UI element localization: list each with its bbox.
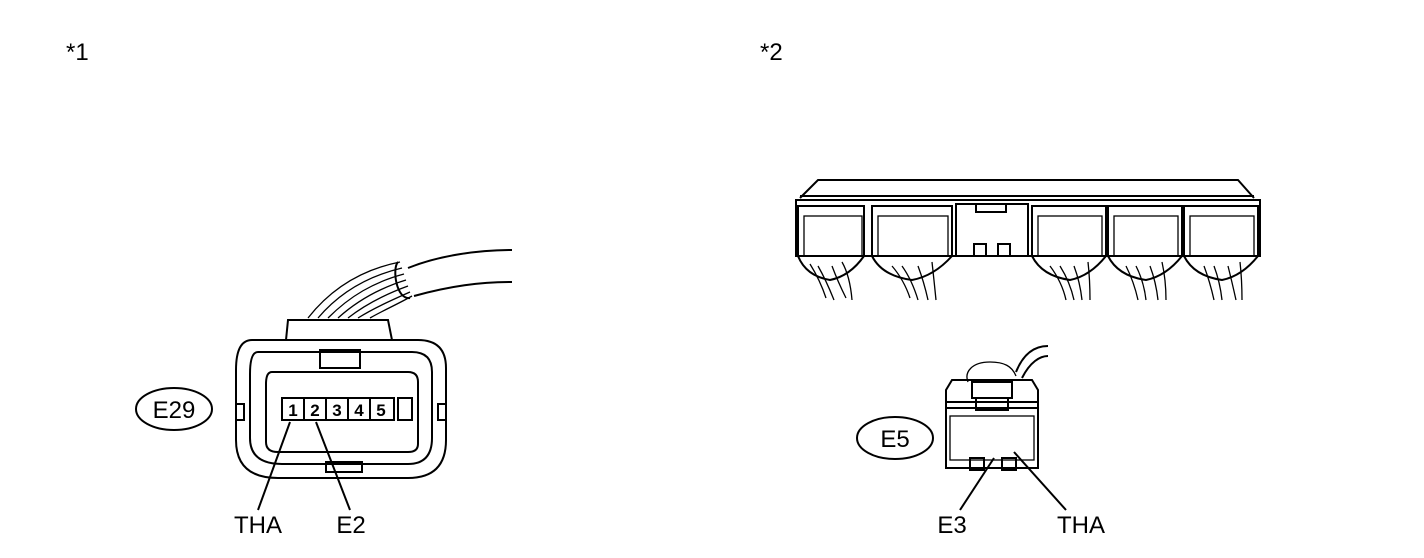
e29-pin-2: 2	[310, 401, 319, 420]
e5-callout-e3: E3	[937, 512, 966, 539]
panel-2: *2	[760, 39, 1261, 539]
e5-callout-tha: THA	[1057, 512, 1105, 539]
e2-leader-line	[315, 421, 351, 511]
e29-callout-e2: E2	[336, 512, 365, 539]
e29-pin-5: 5	[376, 401, 385, 420]
tha-leader-line	[257, 421, 291, 511]
ecu-housing	[795, 179, 1261, 257]
panel-1: *1	[66, 39, 513, 539]
e5-connector-body	[945, 345, 1049, 471]
tha-e5-leader-line	[1013, 451, 1067, 511]
e29-pin-3: 3	[332, 401, 341, 420]
panel-1-marker: *1	[66, 39, 89, 66]
ecu-connector-port-3	[1031, 205, 1107, 301]
e29-connector-body	[235, 319, 447, 479]
e5-connector-id: E5	[880, 426, 909, 453]
e5-id-oval	[856, 416, 934, 460]
e29-pin-1: 1	[288, 401, 297, 420]
e29-connector-id: E29	[153, 397, 196, 424]
ecu-connector-port-2	[871, 205, 953, 301]
e29-id-oval	[135, 387, 213, 431]
e29-callout-tha: THA	[234, 512, 282, 539]
e3-leader-line	[959, 457, 995, 511]
e29-wire-harness	[307, 249, 513, 319]
ecu-connector-port-5	[1183, 205, 1259, 301]
ecu-connector-port-4	[1107, 205, 1183, 301]
ecu-connector-port-1	[797, 205, 865, 301]
e29-pin-4: 4	[354, 401, 364, 420]
panel-2-marker: *2	[760, 39, 783, 66]
